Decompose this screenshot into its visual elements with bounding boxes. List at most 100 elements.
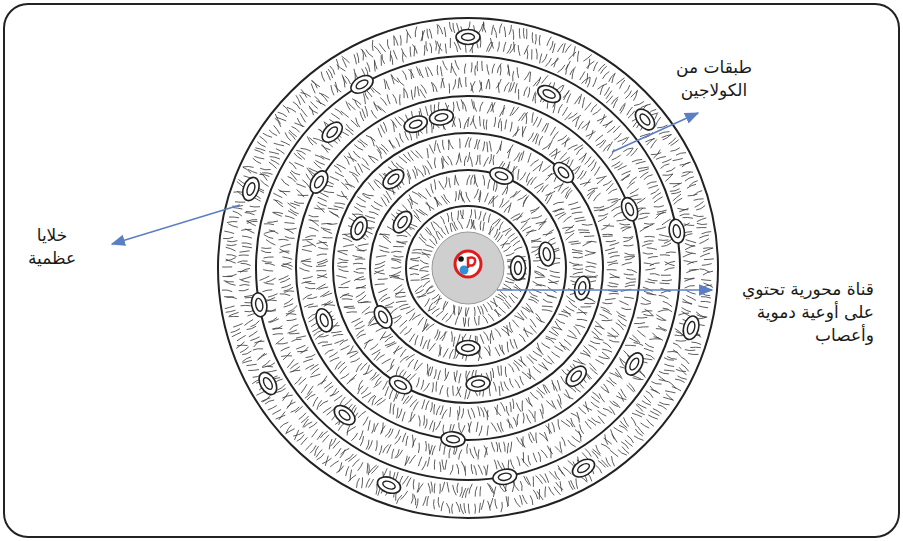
collagen-fiber	[372, 423, 375, 433]
collagen-fiber	[420, 267, 429, 270]
collagen-fiber	[385, 428, 391, 436]
collagen-fiber	[309, 215, 319, 217]
collagen-fiber	[370, 372, 377, 380]
collagen-fiber	[341, 346, 350, 351]
collagen-fiber	[440, 441, 442, 451]
collagen-fiber	[354, 145, 363, 151]
collagen-fiber	[611, 328, 619, 335]
collagen-fiber	[530, 207, 540, 211]
collagen-fiber	[301, 259, 311, 262]
collagen-fiber	[285, 222, 295, 224]
collagen-fiber	[334, 395, 342, 401]
collagen-fiber	[363, 193, 374, 196]
collagen-fiber	[702, 285, 712, 288]
collagen-fiber	[430, 402, 432, 412]
collagen-fiber	[409, 455, 415, 464]
collagen-fiber	[603, 235, 613, 237]
collagen-fiber	[660, 254, 670, 256]
collagen-fiber	[517, 414, 518, 425]
collagen-fiber	[586, 73, 588, 84]
collagen-fiber	[465, 64, 466, 74]
collagen-fiber	[391, 267, 401, 268]
collagen-fiber	[358, 141, 366, 148]
collagen-fiber	[432, 294, 439, 299]
collagen-fiber	[246, 211, 257, 212]
collagen-fiber	[632, 159, 642, 162]
collagen-fiber	[294, 153, 302, 159]
collagen-fiber	[436, 406, 440, 415]
collagen-fiber	[378, 278, 388, 280]
collagen-fiber	[690, 347, 701, 348]
collagen-fiber	[321, 228, 331, 230]
collagen-fiber	[455, 191, 456, 201]
collagen-fiber	[413, 402, 418, 411]
collagen-fiber	[527, 414, 531, 423]
collagen-fiber	[457, 464, 459, 474]
collagen-fiber	[349, 375, 356, 382]
collagen-fiber	[307, 386, 313, 395]
collagen-fiber	[478, 316, 479, 325]
collagen-fiber	[675, 329, 683, 336]
collagen-fiber	[340, 450, 345, 459]
collagen-fiber	[493, 155, 494, 165]
collagen-fiber	[400, 356, 409, 362]
collagen-fiber	[501, 422, 504, 432]
collagen-fiber	[666, 168, 675, 172]
collagen-fiber	[351, 433, 357, 441]
collagen-fiber	[409, 374, 416, 382]
collagen-fiber	[627, 107, 633, 115]
collagen-fiber	[421, 380, 424, 390]
collagen-fiber	[701, 297, 711, 298]
collagen-fiber	[610, 243, 620, 246]
collagen-fiber	[434, 329, 438, 338]
collagen-fiber	[259, 174, 269, 176]
collagen-fiber	[347, 346, 353, 355]
collagen-fiber	[442, 159, 443, 169]
collagen-fiber	[250, 337, 259, 341]
collagen-fiber	[447, 213, 449, 222]
collagen-fiber	[464, 318, 466, 327]
collagen-fiber	[545, 58, 551, 66]
collagen-fiber	[583, 405, 592, 411]
collagen-fiber	[646, 391, 653, 398]
collagen-fiber	[393, 94, 397, 103]
collagen-fiber	[354, 207, 362, 213]
collagen-fiber	[664, 364, 674, 367]
collagen-fiber	[521, 218, 531, 222]
collagen-fiber	[301, 148, 311, 151]
collagen-fiber	[457, 211, 459, 220]
collagen-fiber	[585, 270, 595, 273]
collagen-fiber	[591, 402, 599, 408]
collagen-fiber	[398, 409, 402, 418]
collagen-fiber	[683, 217, 694, 219]
collagen-fiber	[356, 268, 366, 269]
collagen-fiber	[664, 370, 675, 371]
collagen-fiber	[365, 106, 368, 116]
collagen-fiber	[317, 259, 327, 263]
collagen-fiber	[518, 89, 519, 100]
collagen-fiber	[303, 419, 309, 427]
collagen-fiber	[603, 310, 612, 315]
collagen-fiber	[434, 460, 436, 470]
collagen-fiber	[498, 118, 500, 128]
collagen-fiber	[269, 152, 279, 154]
collagen-fiber	[411, 257, 421, 259]
collagen-fiber	[382, 423, 384, 434]
collagen-fiber	[561, 345, 570, 350]
collagen-fiber	[317, 274, 327, 278]
collagen-fiber	[593, 78, 597, 88]
collagen-fiber	[606, 380, 614, 386]
collagen-fiber	[539, 364, 548, 370]
collagen-fiber	[302, 180, 309, 188]
collagen-fiber	[331, 331, 342, 332]
collagen-fiber	[425, 245, 433, 249]
collagen-fiber	[665, 261, 675, 265]
collagen-fiber	[682, 308, 691, 312]
collagen-fiber	[606, 96, 613, 103]
collagen-fiber	[664, 358, 674, 361]
collagen-fiber	[582, 224, 593, 226]
collagen-fiber	[507, 443, 508, 454]
collagen-fiber	[357, 197, 366, 202]
collagen-fiber	[682, 302, 692, 304]
